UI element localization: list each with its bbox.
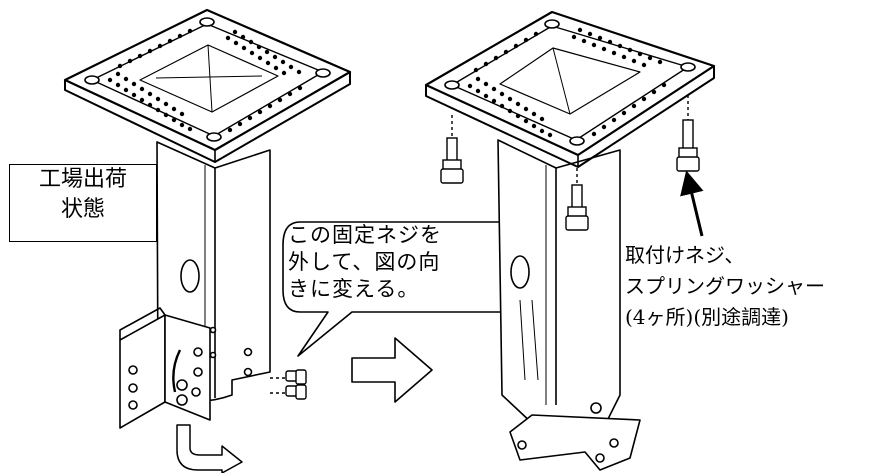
factory-label-line2: 状態: [60, 197, 105, 222]
parts-label-line1: 取付けネジ、: [625, 243, 745, 267]
callout-line2: 外して、図の向: [288, 250, 441, 274]
right-bottom-bracket: [509, 414, 641, 471]
callout-text: この固定ネジを 外して、図の向 きに変える。: [288, 222, 528, 303]
right-pole-body: [497, 139, 621, 426]
mounting-screws: [440, 95, 700, 231]
callout-line1: この固定ネジを: [288, 223, 442, 247]
loose-screws: [270, 369, 307, 400]
pointer-arrow-icon: [680, 170, 704, 237]
curved-arrow-icon: [176, 424, 243, 473]
left-plate-hole-rows: [107, 28, 303, 133]
parts-label: 取付けネジ、 スプリングワッシャー (4ヶ所)(別途調達): [625, 240, 825, 333]
arrow-right-icon: [351, 337, 433, 403]
factory-label-line1: 工場出荷: [38, 167, 127, 192]
right-pole-assembly: [424, 10, 716, 471]
left-bracket: [119, 307, 211, 429]
right-plate-hole-rows: [467, 27, 667, 138]
factory-state-label-box: 工場出荷 状態: [9, 164, 157, 242]
left-pole-oval-hole: [180, 259, 200, 293]
right-base-plate: [424, 10, 716, 157]
bracket-slot: [172, 349, 182, 393]
callout-line3: きに変える。: [288, 277, 420, 301]
left-base-plate: [63, 8, 352, 152]
parts-label-line3: (4ヶ所)(別途調達): [625, 305, 789, 329]
parts-label-line2: スプリングワッシャー: [625, 274, 825, 298]
